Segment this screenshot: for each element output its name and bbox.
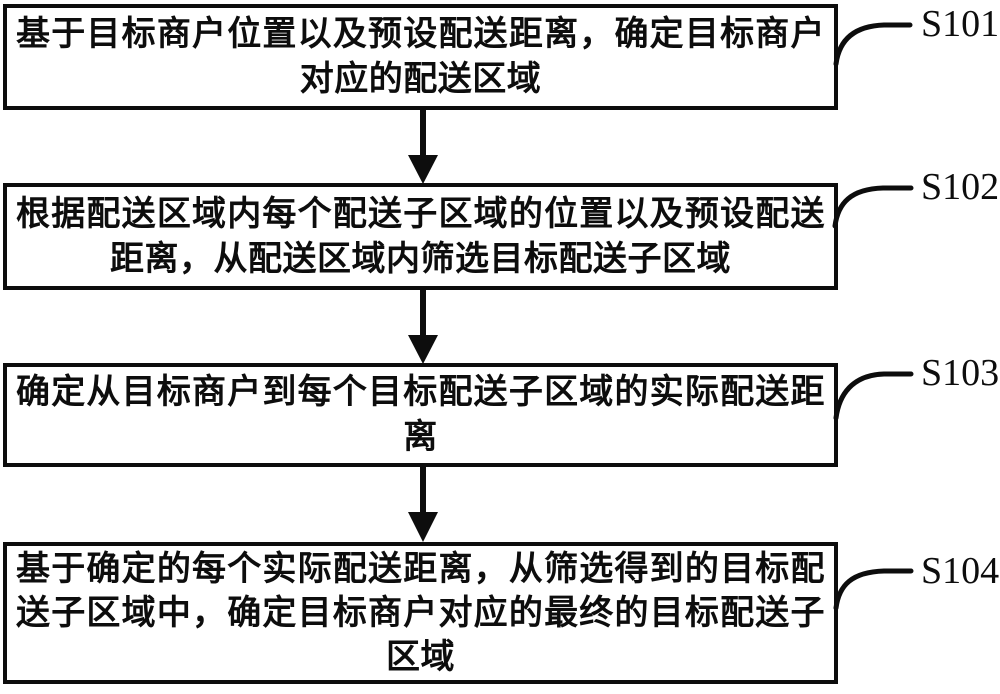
step-label-s103: S103 — [921, 352, 1000, 394]
down-arrow-icon — [408, 110, 438, 184]
reference-curve-s102 — [832, 185, 914, 229]
step-text-line: 确定从目标商户到每个目标配送子区域的实际配送距 — [16, 372, 825, 412]
step-box-s102: 根据配送区域内每个配送子区域的位置以及预设配送 距离，从配送区域内筛选目标配送子… — [3, 183, 838, 290]
step-text-line: 基于确定的每个实际配送距离，从筛选得到的目标配 — [16, 549, 825, 589]
step-text-line: 区域 — [386, 637, 455, 677]
step-label-s101: S101 — [921, 3, 1000, 45]
down-arrow-icon — [408, 290, 438, 364]
step-text-line: 送子区域中，确定目标商户对应的最终的目标配送子 — [16, 593, 825, 633]
down-arrow-icon — [408, 467, 438, 542]
step-text-line: 基于目标商户位置以及预设配送距离，确定目标商户 — [16, 14, 825, 54]
step-text-line: 对应的配送区域 — [299, 59, 542, 99]
reference-curve-s103 — [833, 371, 914, 421]
step-text-line: 离 — [403, 417, 438, 457]
step-box-s101: 基于目标商户位置以及预设配送距离，确定目标商户 对应的配送区域 — [3, 4, 838, 110]
step-text-line: 根据配送区域内每个配送子区域的位置以及预设配送 — [16, 193, 825, 234]
step-box-s104: 基于确定的每个实际配送距离，从筛选得到的目标配 送子区域中，确定目标商户对应的最… — [3, 542, 838, 684]
step-box-s103: 确定从目标商户到每个目标配送子区域的实际配送距 离 — [3, 363, 838, 467]
step-text-line: 距离，从配送区域内筛选目标配送子区域 — [110, 238, 731, 279]
step-label-s104: S104 — [921, 550, 1000, 592]
reference-curve-s101 — [833, 22, 913, 67]
step-label-s102: S102 — [921, 166, 1000, 208]
reference-curve-s104 — [833, 568, 914, 611]
